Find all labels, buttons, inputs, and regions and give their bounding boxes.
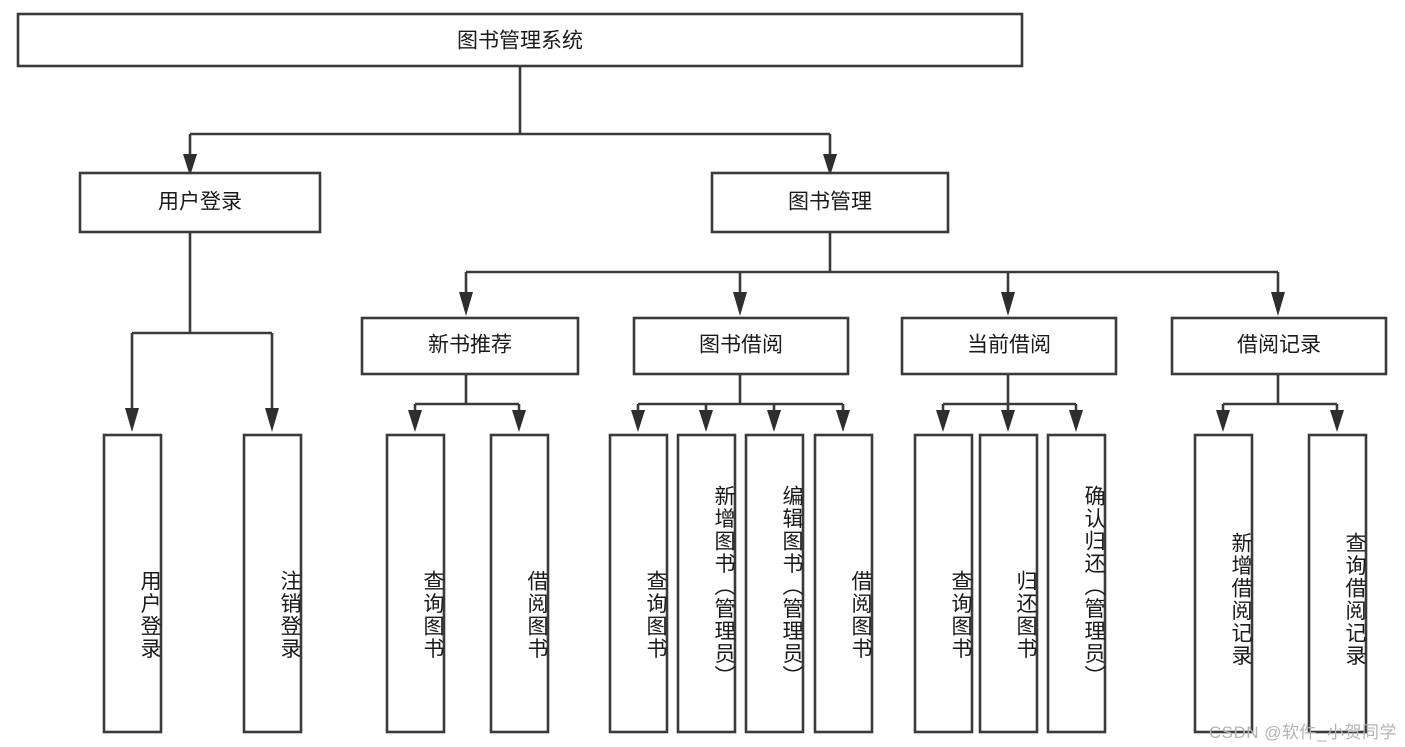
node-book-borrow-label: 图书借阅 <box>699 334 783 357</box>
node-borrow-record-label: 借阅记录 <box>1237 334 1321 357</box>
node-user-login[interactable]: 用户登录 <box>78 171 322 234</box>
connector-root-to-level1 <box>183 66 837 176</box>
node-new-book-recommend[interactable]: 新书推荐 <box>360 316 580 376</box>
node-current-borrow-label: 当前借阅 <box>967 334 1051 357</box>
leaf-node-cur-return-book[interactable] <box>978 433 1039 734</box>
node-new-book-recommend-label: 新书推荐 <box>428 334 512 357</box>
connector-bookborrow-to-leaves <box>631 374 850 432</box>
leaf-node-borrow-add-book[interactable] <box>676 433 737 734</box>
node-root[interactable]: 图书管理系统 <box>16 12 1024 68</box>
leaf-node-borrow-query-book[interactable] <box>608 433 669 734</box>
leaf-node-user-login-action[interactable] <box>102 433 163 734</box>
node-borrow-record[interactable]: 借阅记录 <box>1170 316 1388 376</box>
node-book-borrow[interactable]: 图书借阅 <box>632 316 850 376</box>
leaf-node-rec-borrow-book[interactable] <box>489 433 550 734</box>
node-user-login-label: 用户登录 <box>158 191 242 214</box>
leaf-node-logout[interactable] <box>242 433 303 734</box>
leaf-node-rec-query-book[interactable] <box>385 433 446 734</box>
leaf-node-query-borrow-record[interactable] <box>1307 433 1368 734</box>
leaf-node-cur-confirm-return[interactable] <box>1046 433 1107 734</box>
leaf-node-borrow-borrow-book[interactable] <box>813 433 874 734</box>
node-root-label: 图书管理系统 <box>457 30 583 53</box>
connector-newbookrec-to-leaves <box>408 374 526 432</box>
node-book-manage[interactable]: 图书管理 <box>710 171 950 234</box>
node-book-manage-label: 图书管理 <box>788 191 872 214</box>
leaf-node-borrow-edit-book[interactable] <box>744 433 805 734</box>
csdn-watermark: CSDN @软件_小贺同学 <box>1208 723 1397 742</box>
connector-borrowrecord-to-leaves <box>1216 374 1344 432</box>
node-current-borrow[interactable]: 当前借阅 <box>900 316 1118 376</box>
leaf-node-add-borrow-record[interactable] <box>1193 433 1254 734</box>
leaf-node-cur-query-book[interactable] <box>913 433 974 734</box>
connector-bookmanage-to-level2 <box>459 232 1285 316</box>
connector-currentborrow-to-leaves <box>936 374 1083 432</box>
connector-userlogin-to-leaves <box>125 232 279 432</box>
